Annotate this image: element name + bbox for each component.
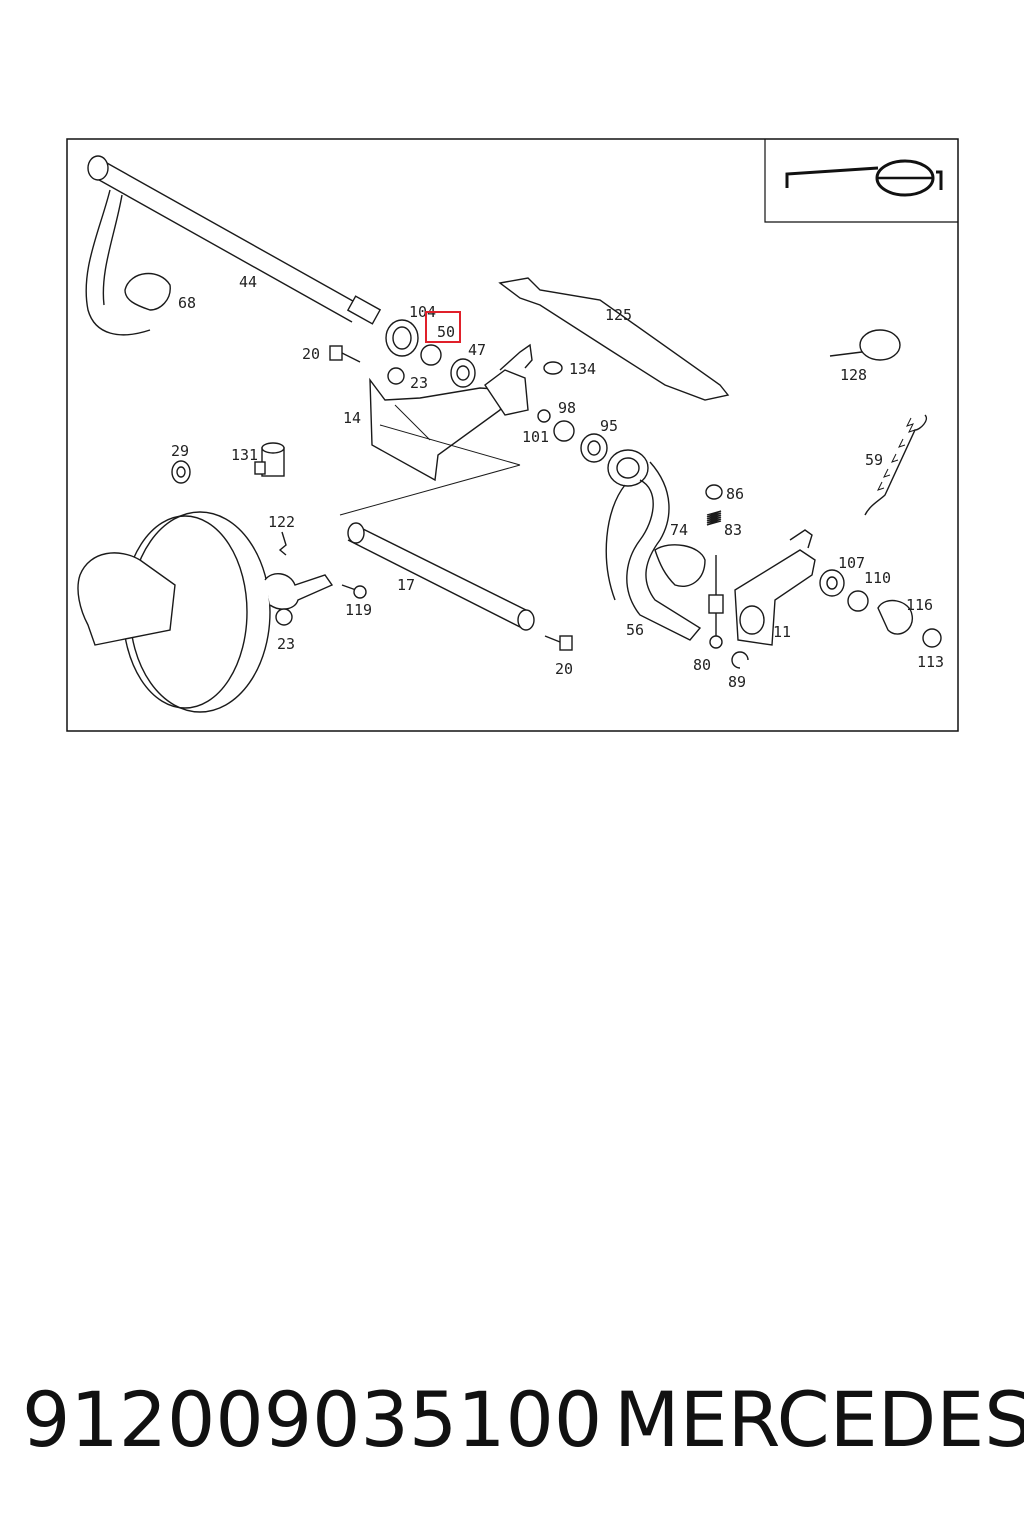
callout-23-bottom: 23 xyxy=(277,635,295,653)
callout-86: 86 xyxy=(726,485,744,503)
brand-name: MERCEDES xyxy=(614,1375,1024,1464)
callout-20-top: 20 xyxy=(302,345,320,363)
pedal-lever-56 xyxy=(605,449,702,641)
bushing-47 xyxy=(450,358,476,388)
callout-23-top: 23 xyxy=(410,374,428,392)
switch-131 xyxy=(254,442,285,477)
callout-89: 89 xyxy=(728,673,746,691)
bracket-14 xyxy=(369,377,512,482)
callout-101: 101 xyxy=(522,428,549,446)
callout-74: 74 xyxy=(670,521,688,539)
ring-98 xyxy=(553,420,575,442)
callout-80: 80 xyxy=(693,656,711,674)
pivot-block xyxy=(484,369,529,416)
bolt-20-bottom xyxy=(544,635,573,651)
callout-29: 29 xyxy=(171,442,189,460)
grommet-29 xyxy=(171,460,191,484)
callout-50: 50 xyxy=(437,323,455,341)
callout-128: 128 xyxy=(840,366,867,384)
callout-56: 56 xyxy=(626,621,644,639)
bracket-clip xyxy=(499,343,563,375)
shaft-44 xyxy=(85,155,382,336)
nut-113 xyxy=(922,628,942,648)
callout-20-bottom: 20 xyxy=(555,660,573,678)
bolt-20-top xyxy=(329,345,361,363)
brake-booster xyxy=(77,511,334,713)
callout-47: 47 xyxy=(468,341,486,359)
callout-83: 83 xyxy=(724,521,742,539)
ring-101 xyxy=(537,409,551,423)
bearing-95 xyxy=(580,433,608,463)
part-number: 912009035100 xyxy=(22,1375,603,1464)
callout-17: 17 xyxy=(397,576,415,594)
callout-11: 11 xyxy=(773,623,791,641)
callout-107: 107 xyxy=(838,554,865,572)
spring-59 xyxy=(864,414,927,516)
pedal-pad-68 xyxy=(124,272,171,311)
callout-119: 119 xyxy=(345,601,372,619)
callout-95: 95 xyxy=(600,417,618,435)
callout-14: 14 xyxy=(343,409,361,427)
ring-50 xyxy=(420,344,442,366)
cam-116 xyxy=(877,599,913,635)
ring-110 xyxy=(847,590,869,612)
callout-104: 104 xyxy=(409,303,436,321)
bushing-104 xyxy=(385,319,419,357)
nut-23-bottom xyxy=(275,608,293,626)
callout-59: 59 xyxy=(865,451,883,469)
callout-68: 68 xyxy=(178,294,196,312)
callout-131: 131 xyxy=(231,446,258,464)
callout-44: 44 xyxy=(239,273,257,291)
parts-diagram: 44 68 104 50 47 20 23 134 125 128 14 98 … xyxy=(66,138,959,732)
pad-74 xyxy=(654,544,706,587)
plate-125 xyxy=(498,277,730,401)
rod-80 xyxy=(708,555,724,649)
shaft-17 xyxy=(339,464,535,631)
callout-122: 122 xyxy=(268,513,295,531)
callout-110: 110 xyxy=(864,569,891,587)
nut-23-top xyxy=(387,367,405,385)
pin-119 xyxy=(341,584,367,599)
pin-122 xyxy=(278,531,287,556)
diagram-frame xyxy=(66,138,959,732)
highlight-box xyxy=(425,311,461,343)
steering-wheel-icon xyxy=(764,139,958,223)
callout-113: 113 xyxy=(917,653,944,671)
cable-tie-128 xyxy=(829,329,901,361)
bracket-11 xyxy=(734,549,816,646)
callout-116: 116 xyxy=(906,596,933,614)
callout-98: 98 xyxy=(558,399,576,417)
bearing-107 xyxy=(819,569,845,597)
caption: 912009035100 MERCEDES xyxy=(22,1372,1024,1472)
callout-125: 125 xyxy=(605,306,632,324)
clip-89 xyxy=(731,651,749,669)
callout-labels: 44 68 104 50 47 20 23 134 125 128 14 98 … xyxy=(171,273,944,691)
callout-134: 134 xyxy=(569,360,596,378)
spring-83 xyxy=(705,484,723,526)
